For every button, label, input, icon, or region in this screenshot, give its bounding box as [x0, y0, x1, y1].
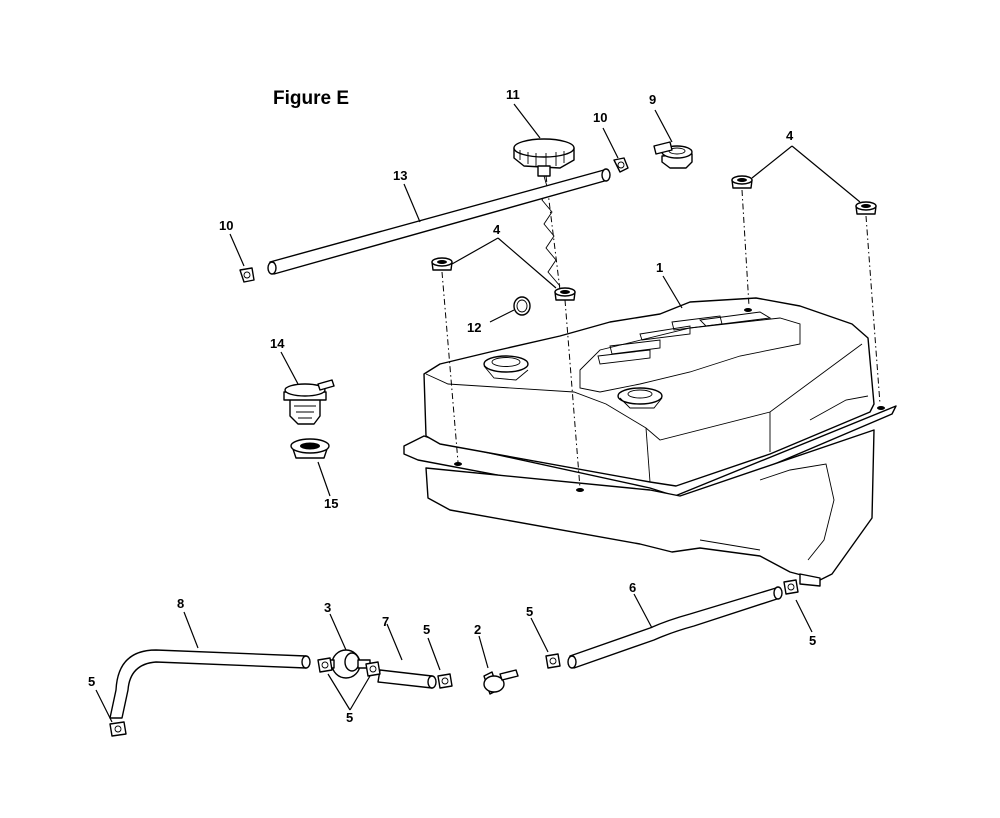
callout-labels: 1 2 3 4 4 5 5 5 5 5 6 7 8 9 10 10 11 12 … — [88, 87, 816, 725]
clamp-5-right — [783, 579, 799, 595]
callout-7: 7 — [382, 614, 389, 629]
callout-2: 2 — [474, 622, 481, 637]
callout-15: 15 — [324, 496, 338, 511]
callout-6: 6 — [629, 580, 636, 595]
grommet-4-b — [554, 287, 576, 301]
clamp-5-left — [109, 721, 127, 737]
callout-14: 14 — [270, 336, 285, 351]
callout-8: 8 — [177, 596, 184, 611]
fuel-line-7 — [377, 669, 437, 689]
clamp-5-mid — [545, 653, 561, 669]
o-ring — [513, 296, 531, 316]
vent-tube — [267, 168, 611, 275]
callout-5-mid: 5 — [526, 604, 533, 619]
shutoff-valve — [483, 669, 519, 695]
callout-1: 1 — [656, 260, 663, 275]
callout-12: 12 — [467, 320, 481, 335]
callout-4-mid: 4 — [493, 222, 501, 237]
fuel-line-8 — [109, 649, 311, 719]
fuel-line-6 — [567, 586, 783, 669]
fuel-tank — [403, 297, 897, 587]
gauge-grommet — [290, 438, 330, 459]
fuel-filter — [325, 649, 371, 679]
callout-5-mid-left: 5 — [423, 622, 430, 637]
callout-10-left: 10 — [219, 218, 233, 233]
clamp-5-line-7 — [437, 673, 453, 689]
callout-9: 9 — [649, 92, 656, 107]
callout-5-right: 5 — [809, 633, 816, 648]
grommet-4-d — [855, 201, 877, 215]
callout-13: 13 — [393, 168, 407, 183]
grommet-4-a — [431, 257, 453, 271]
clamp-5-filter-right — [365, 661, 381, 677]
callout-10-top: 10 — [593, 110, 607, 125]
clamp-10-top — [613, 157, 629, 173]
grommet-4-c — [731, 175, 753, 189]
fuel-cap — [513, 138, 575, 287]
vent-fitting — [653, 141, 693, 169]
figure-title: Figure E — [273, 88, 350, 109]
leader-lines — [95, 103, 861, 723]
callout-3: 3 — [324, 600, 331, 615]
clamp-5-filter-left — [317, 657, 333, 673]
callout-5-bottom: 5 — [346, 710, 353, 725]
callout-5-left: 5 — [88, 674, 95, 689]
callout-4-top: 4 — [786, 128, 794, 143]
clamp-10-left — [239, 267, 255, 283]
callout-11: 11 — [506, 87, 520, 102]
fuel-gauge — [283, 379, 335, 425]
